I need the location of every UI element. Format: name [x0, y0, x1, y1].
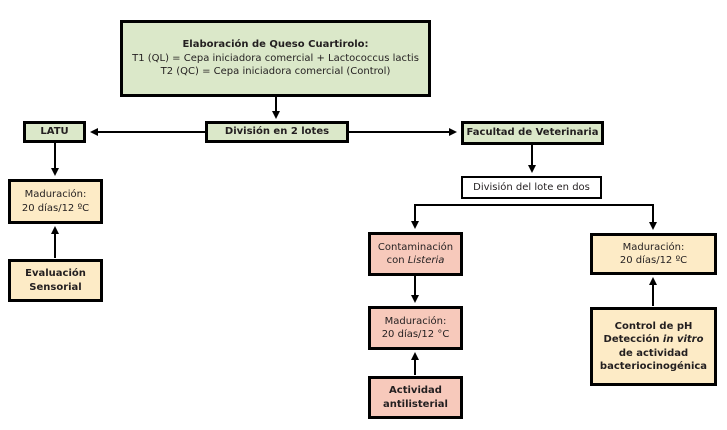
facultad-box: Facultad de Veterinaria [461, 121, 604, 145]
facultad-label: Facultad de Veterinaria [466, 127, 599, 139]
maduracion-label: Maduración: [24, 189, 87, 200]
control-label-1: Control de pH [614, 320, 693, 332]
control-label-3: de actividad [618, 347, 689, 359]
maduracion-conditions: 20 días/12 ºC [619, 255, 688, 266]
contaminacion-label-1: Contaminación [377, 241, 454, 253]
contaminacion-box: Contaminación con Listeria [368, 232, 463, 276]
listeria-maduracion-box: Maduración: 20 días/12 °C [368, 306, 463, 350]
control-prefix: Detección [603, 334, 663, 345]
control-maduracion-box: Maduración: 20 días/12 ºC [590, 233, 717, 275]
maduracion-conditions: 20 días/12 ºC [21, 202, 90, 214]
split-connector [414, 204, 654, 227]
treatment-t2: T2 (QC) = Cepa iniciadora comercial (Con… [160, 66, 391, 78]
listeria-italic: Listeria [407, 255, 445, 266]
evaluacion-label-2: Sensorial [29, 281, 82, 293]
latu-label: LATU [40, 126, 69, 138]
elaboracion-title: Elaboración de Queso Cuartirolo: [182, 39, 369, 51]
latu-maduracion-box: Maduración: 20 días/12 ºC [8, 179, 103, 224]
treatment-t1: T1 (QL) = Cepa iniciadora comercial + La… [132, 52, 419, 64]
contaminacion-prefix: con [386, 255, 408, 266]
in-vitro-italic: in vitro [662, 334, 704, 345]
division-lotes-label: División en 2 lotes [224, 126, 330, 138]
control-label-4: bacteriocinogénica [599, 361, 708, 372]
evaluacion-label-1: Evaluación [25, 268, 86, 279]
elaboracion-box: Elaboración de Queso Cuartirolo: T1 (QL)… [120, 20, 431, 97]
actividad-label-1: Actividad [389, 385, 442, 396]
evaluacion-sensorial-box: Evaluación Sensorial [8, 259, 103, 302]
division-dos-label: División del lote en dos [473, 181, 590, 193]
division-dos-box: División del lote en dos [461, 176, 602, 199]
actividad-antilisterial-box: Actividad antilisterial [368, 376, 463, 419]
maduracion-label: Maduración: [622, 241, 685, 253]
maduracion-label: Maduración: [384, 315, 447, 327]
control-ph-box: Control de pH Detección in vitro de acti… [590, 307, 717, 386]
maduracion-conditions: 20 días/12 °C [381, 329, 450, 340]
contaminacion-label-2: con Listeria [387, 254, 445, 268]
division-lotes-box: División en 2 lotes [205, 121, 349, 143]
actividad-label-2: antilisterial [383, 398, 448, 410]
control-label-2: Detección in vitro [604, 333, 704, 347]
latu-box: LATU [23, 121, 86, 143]
